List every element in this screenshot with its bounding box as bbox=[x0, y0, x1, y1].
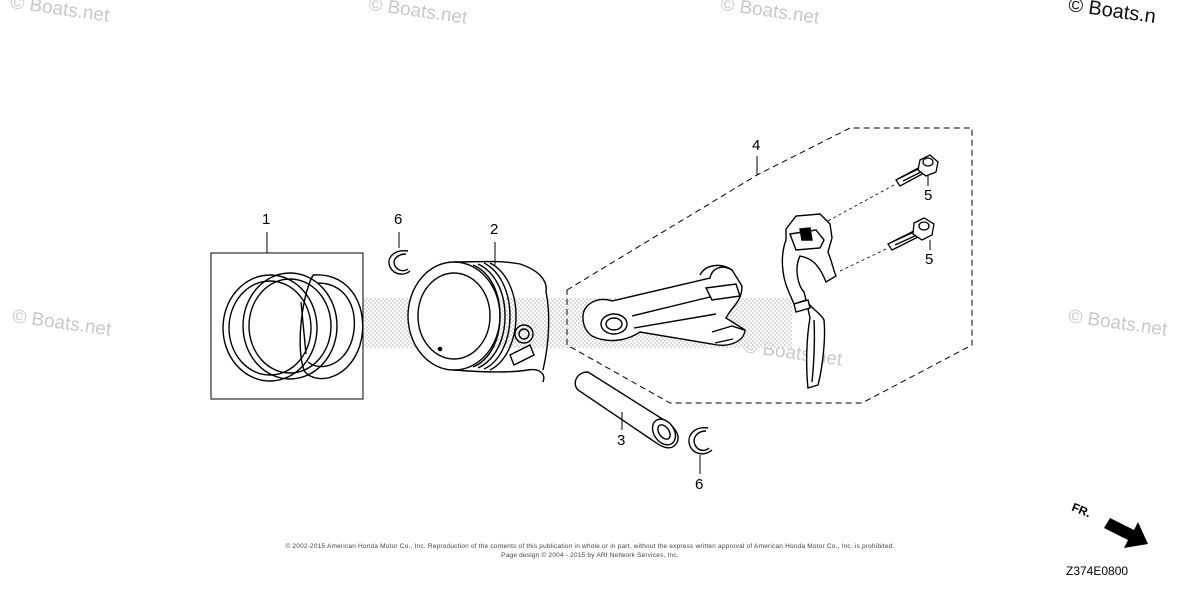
connecting-rod-bolt-lower bbox=[887, 217, 935, 251]
callout-rod-bolt-lower[interactable]: 5 bbox=[925, 251, 934, 268]
bolt-guide-lines bbox=[825, 184, 895, 273]
connecting-rod-bolt-upper bbox=[895, 154, 939, 187]
callout-rod-bolt-upper[interactable]: 5 bbox=[924, 187, 933, 204]
connecting-rod-cap bbox=[781, 213, 837, 389]
diagram-code: Z374E0800 bbox=[1066, 564, 1129, 578]
copyright-line-2: Page design © 2004 - 2015 by ARI Network… bbox=[501, 552, 679, 559]
piston bbox=[407, 260, 550, 383]
connecting-rod-frame bbox=[566, 127, 973, 404]
callout-clip-upper[interactable]: 6 bbox=[394, 211, 403, 228]
front-direction-arrow-icon bbox=[1104, 518, 1148, 548]
piston-pin-clip-upper bbox=[388, 250, 411, 275]
callout-piston[interactable]: 2 bbox=[490, 221, 499, 238]
callout-clip-lower[interactable]: 6 bbox=[695, 476, 704, 493]
piston-pin-clip-lower bbox=[688, 427, 713, 455]
callout-piston-pin[interactable]: 3 bbox=[617, 432, 626, 449]
connecting-rod bbox=[582, 264, 746, 346]
piston-ring-set bbox=[210, 252, 364, 400]
piston-pin bbox=[574, 371, 679, 449]
copyright-line-1: © 2002-2015 American Honda Motor Co., In… bbox=[285, 543, 895, 550]
callout-piston-ring-set[interactable]: 1 bbox=[262, 211, 271, 228]
callout-connecting-rod-set[interactable]: 4 bbox=[752, 137, 761, 154]
